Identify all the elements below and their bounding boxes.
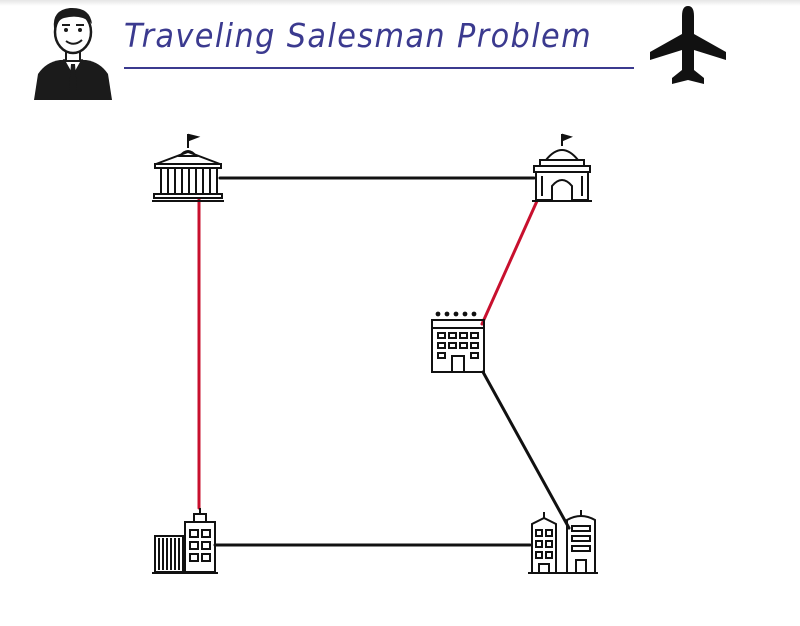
page-title: Traveling Salesman Problem: [124, 16, 593, 55]
salesman-avatar-icon: [34, 7, 112, 100]
twin-towers-icon: [528, 510, 598, 574]
airplane-icon: [650, 6, 726, 84]
title-underline: [124, 67, 634, 69]
government-building-icon: [152, 133, 224, 202]
route-monument-hotel-highlighted: [480, 199, 539, 326]
route-hotel-towers: [481, 370, 571, 530]
domed-monument-icon: [532, 133, 592, 202]
top-shade: [0, 0, 800, 6]
hotel-icon: [431, 311, 485, 373]
office-buildings-icon: [152, 508, 218, 574]
